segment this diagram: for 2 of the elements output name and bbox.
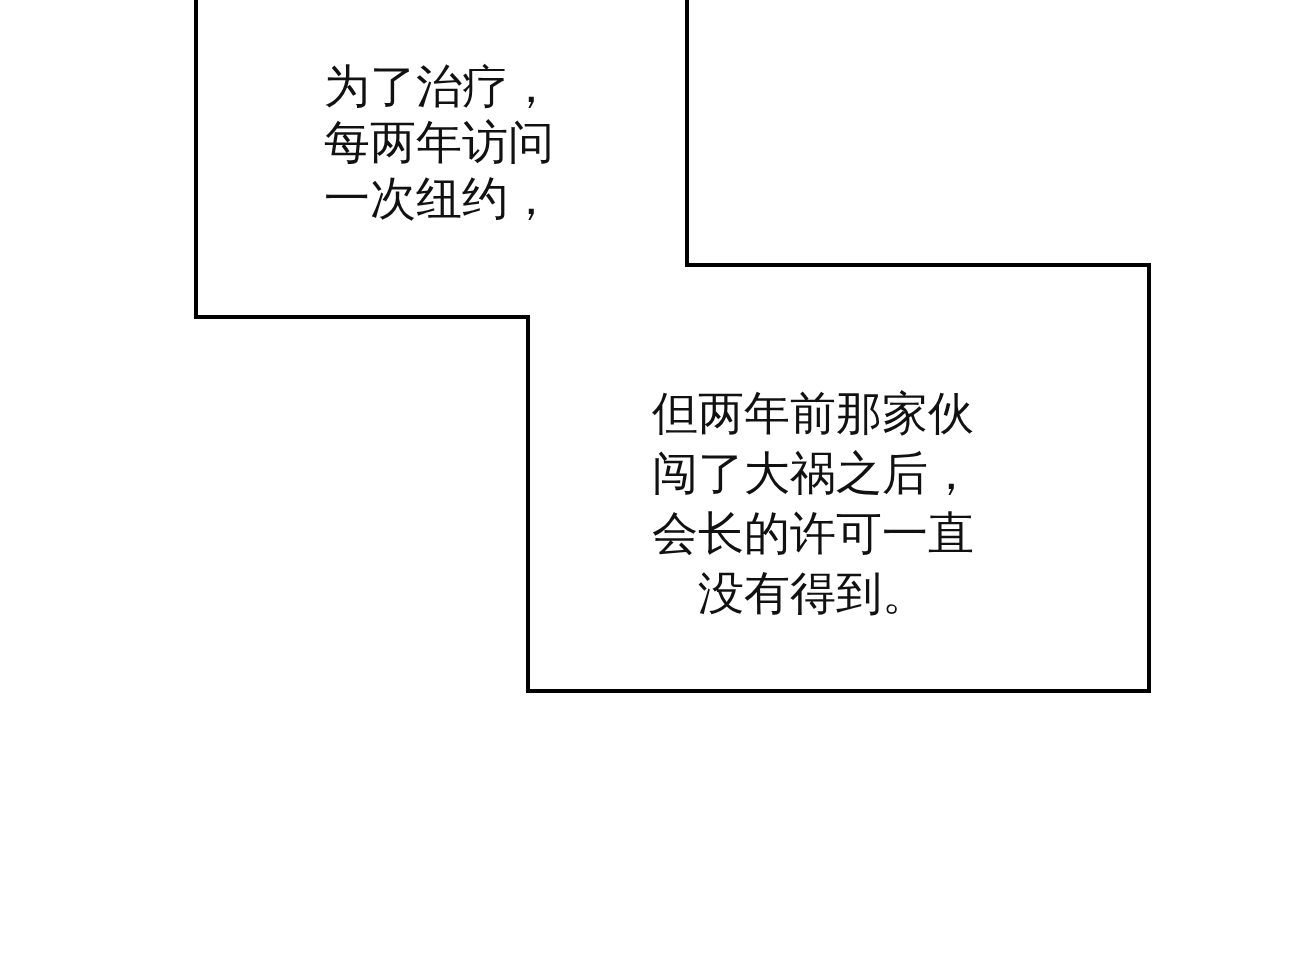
caption-text: 但两年前那家伙闯了大祸之后，会长的许可一直没有得到。 (651, 385, 975, 622)
caption-text: 为了治疗，每两年访问一次纽约， (323, 58, 555, 226)
